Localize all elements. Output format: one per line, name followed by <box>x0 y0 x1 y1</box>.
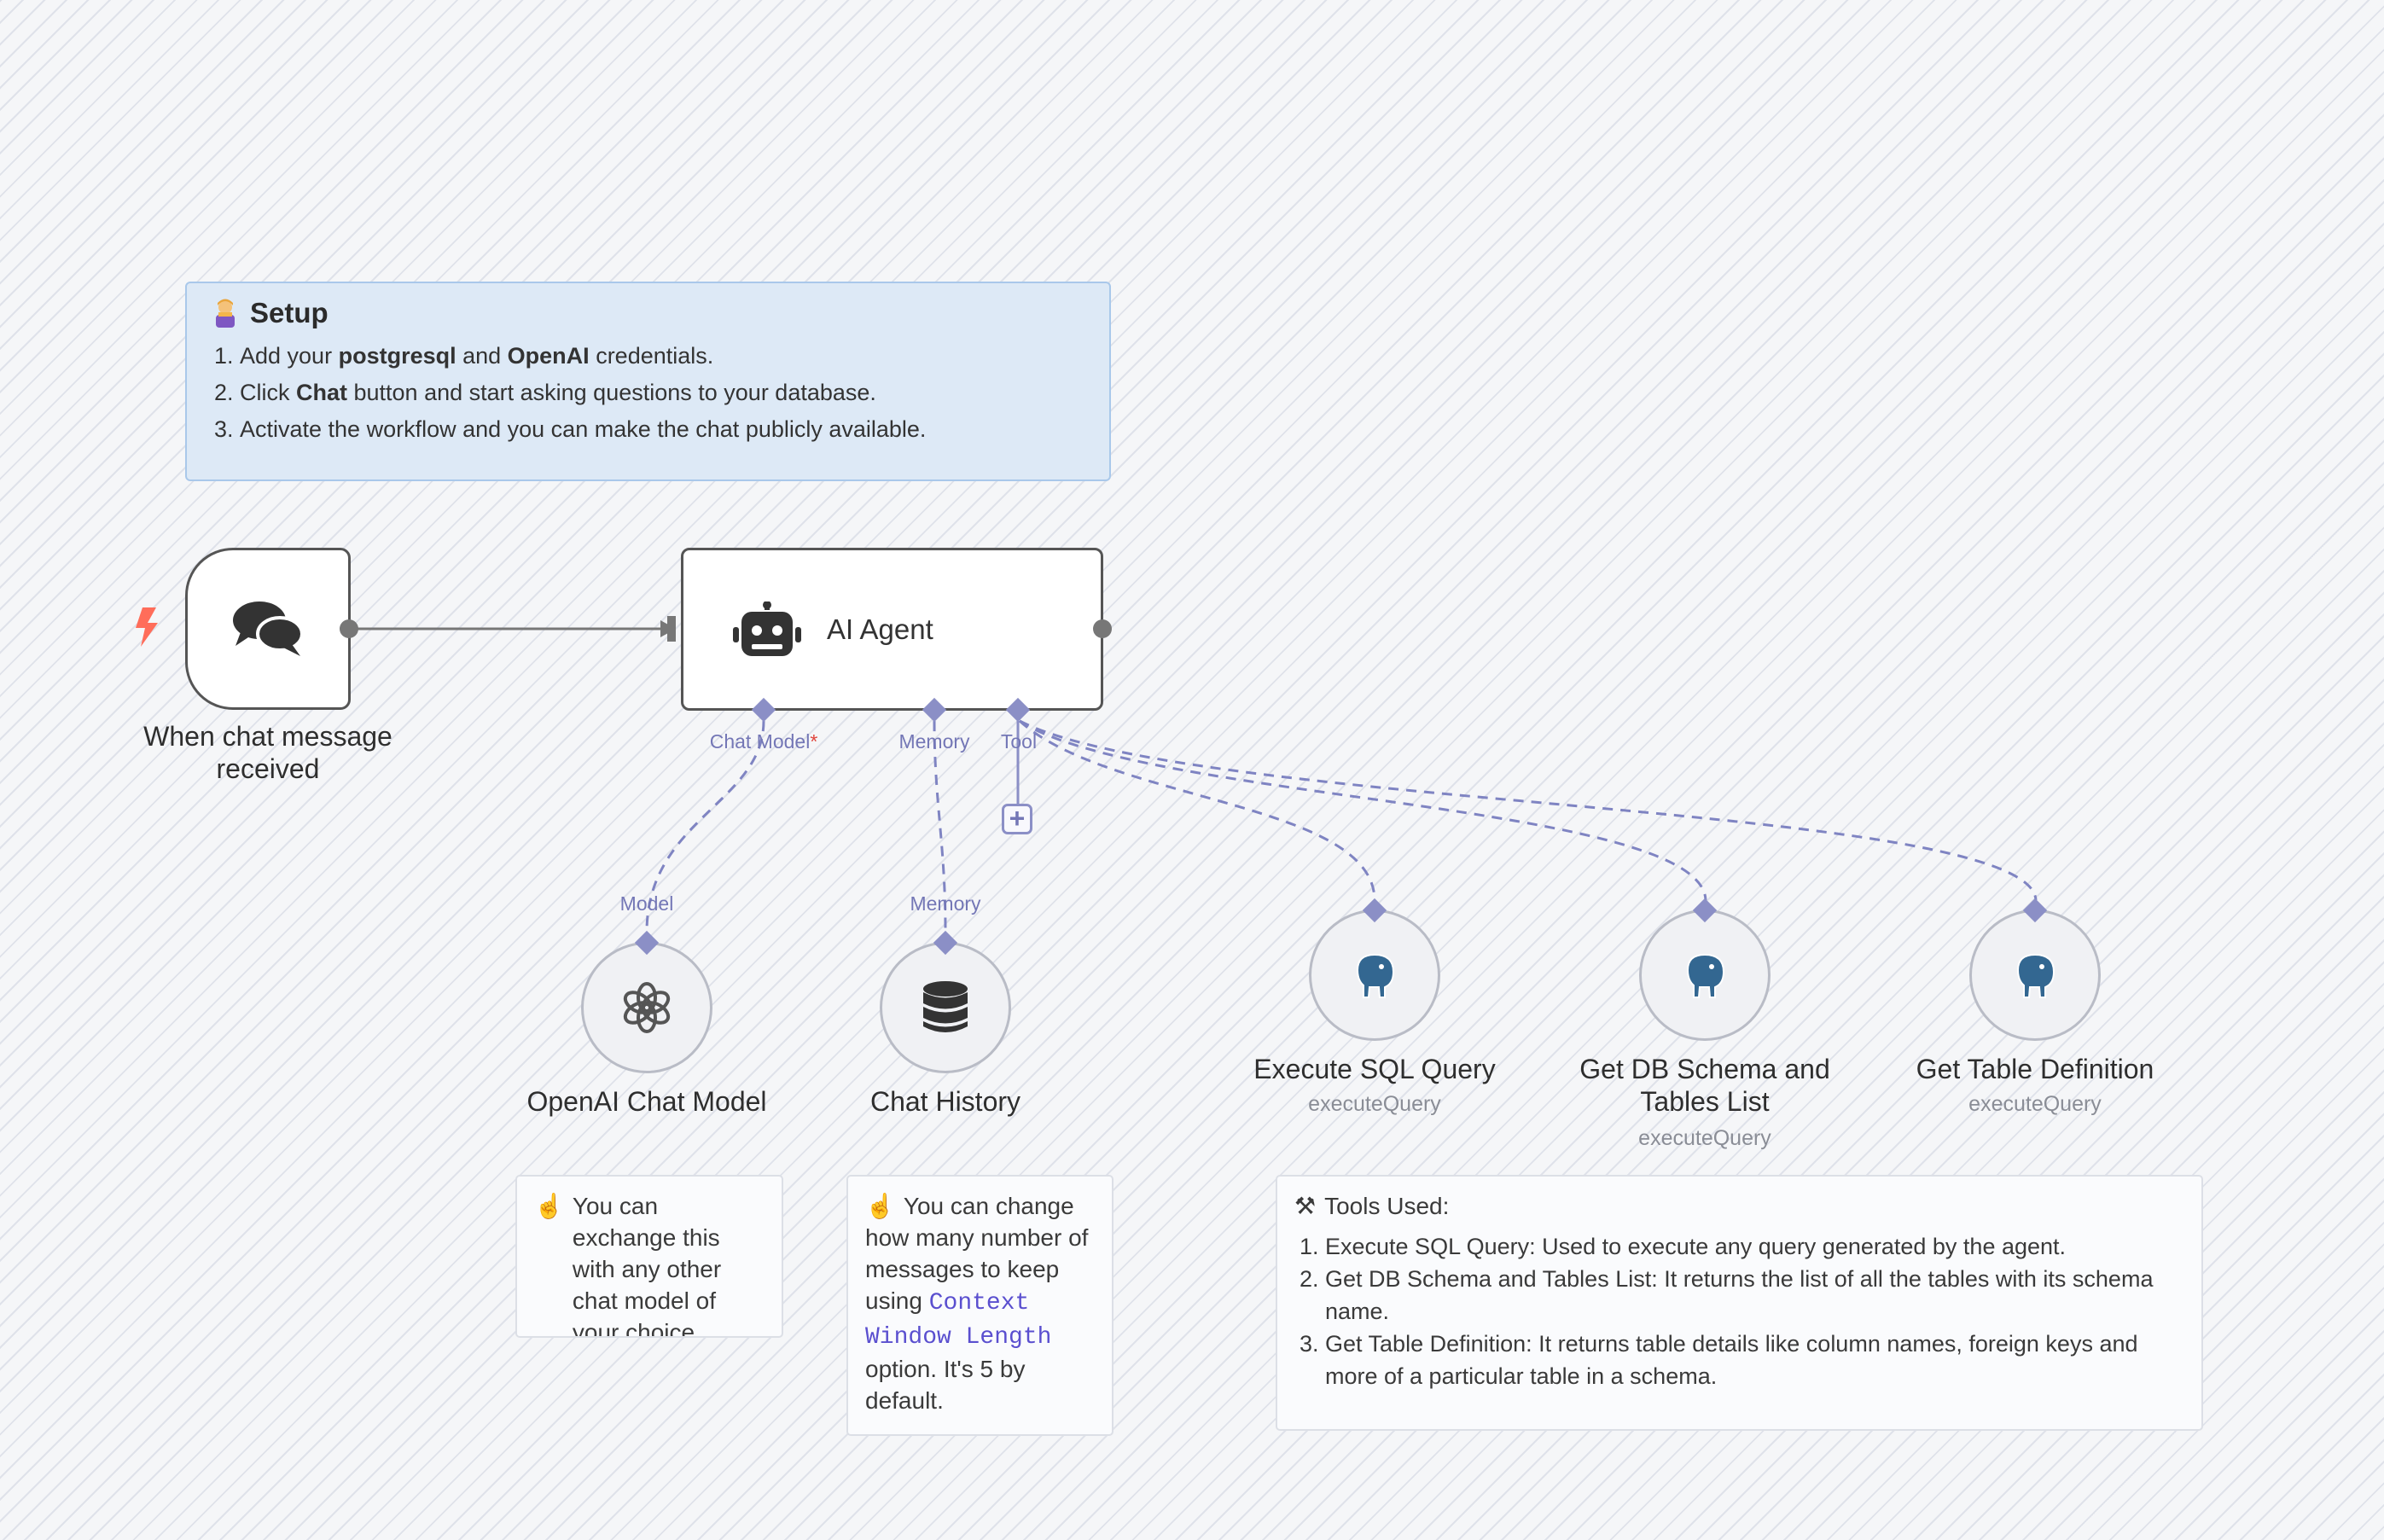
robot-icon <box>733 601 801 656</box>
model-connection[interactable] <box>645 720 765 931</box>
tools-note-heading: ⚒ Tools Used: <box>1294 1190 2184 1222</box>
setup-steps: Add your postgresql and OpenAI credentia… <box>211 338 1085 448</box>
memory-input-label: Memory <box>910 892 981 915</box>
trigger-bolt-icon <box>136 607 158 647</box>
agent-input-port[interactable] <box>667 616 676 642</box>
db-schema-label: Get DB Schema and Tables List <box>1579 1054 1830 1117</box>
openai-note-body: ☝ You can exchange this with any other c… <box>534 1190 765 1338</box>
db-schema-node[interactable] <box>1639 909 1771 1041</box>
table-def-node[interactable] <box>1969 909 2101 1041</box>
model-input-label: Model <box>619 892 674 915</box>
memory-connection[interactable] <box>933 720 947 931</box>
database-icon <box>923 981 968 1032</box>
agent-output-port[interactable] <box>1093 619 1112 638</box>
tools-list-item: Get DB Schema and Tables List: It return… <box>1325 1263 2184 1328</box>
chat-trigger-node[interactable] <box>185 548 351 710</box>
history-sticky-note[interactable]: ☝You can change how many number of messa… <box>846 1175 1114 1436</box>
tools-list: Execute SQL Query: Used to execute any q… <box>1294 1230 2184 1392</box>
postgres-elephant-icon <box>1356 953 1395 998</box>
openai-icon <box>623 982 671 1033</box>
execute-sql-node[interactable] <box>1309 909 1440 1041</box>
tool-connection-db-schema[interactable] <box>1019 719 1707 901</box>
ai-agent-label: AI Agent <box>827 613 933 645</box>
history-label: Chat History <box>869 1086 1021 1117</box>
openai-sticky-note[interactable]: ☝ You can exchange this with any other c… <box>515 1175 783 1338</box>
setup-step-1: Add your postgresql and OpenAI credentia… <box>240 338 1085 375</box>
chat-bubbles-icon <box>233 601 304 656</box>
memory-port-label: Memory <box>898 730 970 753</box>
tools-icon: ⚒ <box>1294 1193 1317 1219</box>
tools-sticky-note[interactable]: ⚒ Tools Used: Execute SQL Query: Used to… <box>1276 1175 2203 1431</box>
tools-list-item: Get Table Definition: It returns table d… <box>1325 1328 2184 1392</box>
tool-port-label: Tool <box>1000 730 1038 753</box>
tools-list-item: Execute SQL Query: Used to execute any q… <box>1325 1230 2184 1263</box>
execute-sql-subtitle: executeQuery <box>1308 1092 1441 1116</box>
tools-note-title: Tools Used: <box>1324 1193 1450 1219</box>
openai-note-text: You can exchange this with any other cha… <box>572 1193 722 1338</box>
execute-sql-label: Execute SQL Query <box>1253 1054 1496 1084</box>
chat-model-port-label: Chat Model* <box>709 730 818 753</box>
history-note-text-end: option. It's 5 by default. <box>865 1356 1026 1414</box>
setup-step-2: Click Chat button and start asking quest… <box>240 375 1085 411</box>
trigger-label: When chat message received <box>143 721 392 784</box>
tool-connection-execute-sql[interactable] <box>1018 719 1376 901</box>
table-def-subtitle: executeQuery <box>1968 1092 2102 1116</box>
setup-sticky-note[interactable]: Setup Add your postgresql and OpenAI cre… <box>185 282 1111 481</box>
setup-step-3: Activate the workflow and you can make t… <box>240 411 1085 448</box>
openai-chat-model-node[interactable] <box>581 942 712 1073</box>
trigger-output-port[interactable] <box>340 619 358 638</box>
tool-connection-table-def[interactable] <box>1019 719 2038 901</box>
db-schema-subtitle: executeQuery <box>1638 1126 1771 1150</box>
setup-title: Setup <box>250 297 329 328</box>
openai-label: OpenAI Chat Model <box>526 1086 767 1117</box>
table-def-label: Get Table Definition <box>1916 1054 2154 1084</box>
chat-history-node[interactable] <box>880 942 1011 1073</box>
pointing-hand-icon: ☝ <box>865 1193 895 1219</box>
ai-agent-node[interactable]: AI Agent <box>681 548 1103 711</box>
history-note-code: Context Window Length <box>865 1290 1052 1351</box>
postgres-elephant-icon <box>1686 953 1725 998</box>
postgres-elephant-icon <box>2016 953 2055 998</box>
history-note-body: ☝You can change how many number of messa… <box>865 1190 1095 1416</box>
add-tool-button[interactable]: + <box>1002 804 1032 834</box>
worker-emoji-icon <box>216 299 235 328</box>
pointing-hand-icon: ☝ <box>534 1193 564 1219</box>
history-note-text: You can change how many number of messag… <box>865 1193 1089 1314</box>
setup-heading: Setup <box>211 297 1085 329</box>
